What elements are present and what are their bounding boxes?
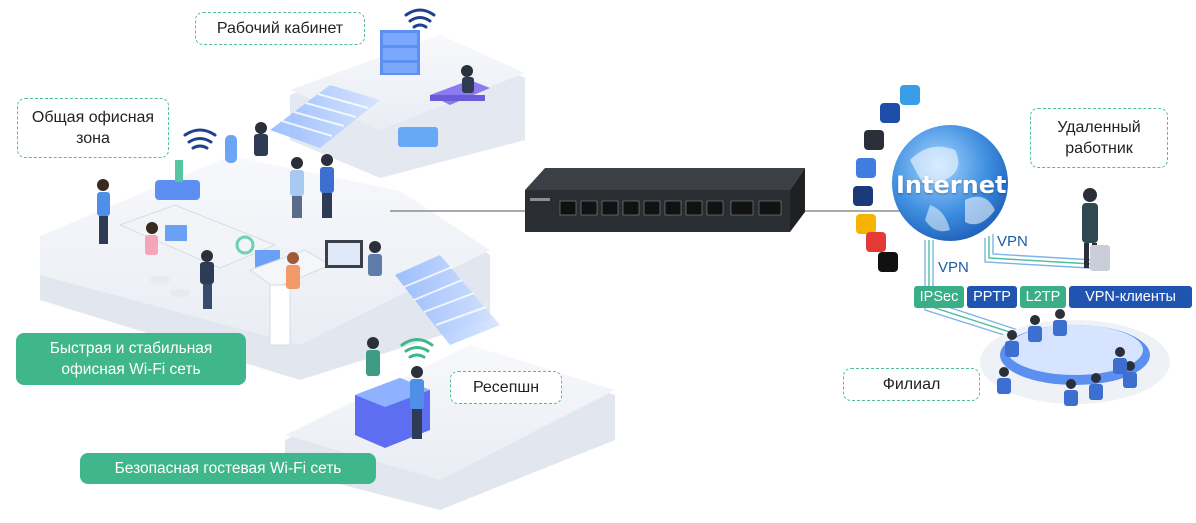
common-area-label-line1: Общая офисная [31,109,155,126]
youtube-icon [866,232,886,252]
office-wifi-label-line1: Быстрая и стабильная [49,340,213,357]
facebook-icon [880,103,900,123]
protocol-tag-ipsec: IPSec [914,286,964,308]
skype-icon [856,158,876,178]
alert-icon [856,214,876,234]
protocol-tag-pptp: PPTP [967,286,1017,308]
protocol-tag-l2tp: L2TP [1020,286,1066,308]
remote-worker-label-line1: Удаленный [1057,119,1141,136]
vpn-label-remote: VPN [997,233,1028,250]
app-icons [853,85,920,272]
wifi-icon [404,8,436,29]
protocol-tag-vpn-clients: VPN-клиенты [1069,286,1192,308]
wifi-icon [400,338,434,359]
amazon-icon [864,130,884,150]
guest-wifi-banner: Безопасная гостевая Wi-Fi сеть [80,453,376,484]
remote-worker-label-line2: работник [1065,140,1133,157]
wifi-icon [183,128,217,150]
guest-wifi-label: Безопасная гостевая Wi-Fi сеть [114,460,342,477]
common-area-furniture [97,122,382,346]
common-area-label-line2: зона [76,130,110,147]
globe-icon [892,125,1008,241]
branch-callout: Филиал [843,368,980,401]
office-wifi-banner: Быстрая и стабильная офисная Wi-Fi сеть [16,333,246,385]
study-callout: Рабочий кабинет [195,12,365,45]
vpn-label-branch: VPN [938,259,969,276]
common-area-callout: Общая офисная зона [17,98,169,158]
office-wifi-label-line2: офисная Wi-Fi сеть [61,361,201,378]
router-device [390,168,900,232]
reception-callout: Ресепшн [450,371,562,404]
branch-label: Филиал [882,376,941,393]
remote-worker-callout: Удаленный работник [1030,108,1168,168]
photoshop-icon [853,186,873,206]
study-furniture [380,30,490,147]
tiktok-icon [878,252,898,272]
reception-label: Ресепшн [472,379,540,396]
remote-worker [1082,188,1110,271]
internet-label: Internet [896,171,1007,199]
twitter-icon [900,85,920,105]
branch-office [980,309,1170,406]
study-label: Рабочий кабинет [216,20,344,37]
reception-furniture [355,337,430,448]
